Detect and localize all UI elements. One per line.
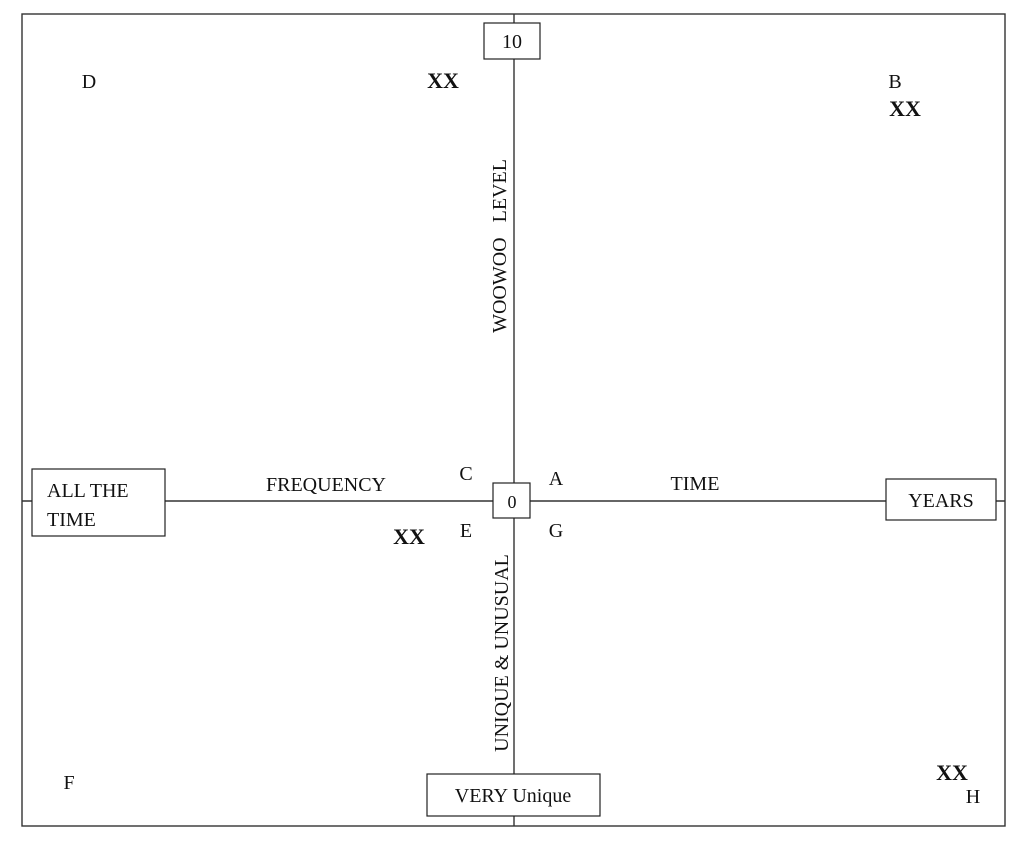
right-extreme-box bbox=[885, 478, 997, 521]
xx-marker: XX bbox=[393, 524, 425, 549]
left-extreme-box bbox=[31, 468, 166, 537]
right-extreme-label: YEARS bbox=[908, 490, 974, 512]
bottom-extreme-box bbox=[426, 773, 601, 817]
quadrant-letter-d: D bbox=[82, 71, 96, 93]
quadrant-letter-e: E bbox=[460, 520, 472, 542]
top-value: 10 bbox=[502, 31, 522, 53]
quadrant-letter-g: G bbox=[549, 520, 563, 542]
frequency-axis-label: FREQUENCY bbox=[266, 474, 386, 496]
center-value-box bbox=[492, 482, 531, 519]
quadrant-letter-f: F bbox=[63, 772, 74, 794]
quadrant-letter-h: H bbox=[966, 786, 980, 808]
unique-unusual-axis-label: UNIQUE & UNUSUAL bbox=[491, 554, 513, 752]
xx-marker: XX bbox=[936, 760, 968, 785]
top-value-box bbox=[483, 22, 541, 60]
quadrant-letter-a: A bbox=[549, 468, 564, 490]
center-value: 0 bbox=[508, 492, 517, 512]
xx-marker: XX bbox=[889, 96, 921, 121]
time-axis-label: TIME bbox=[671, 473, 720, 495]
left-extreme-line-2: TIME bbox=[47, 509, 96, 531]
left-extreme-line-1: ALL THE bbox=[47, 480, 129, 502]
quadrant-letter-c: C bbox=[459, 463, 472, 485]
woowoo-level-axis-label: WOOWOO LEVEL bbox=[489, 159, 511, 333]
xx-marker: XX bbox=[427, 68, 459, 93]
quadrant-letter-b: B bbox=[888, 71, 901, 93]
bottom-extreme-label: VERY Unique bbox=[455, 785, 572, 807]
